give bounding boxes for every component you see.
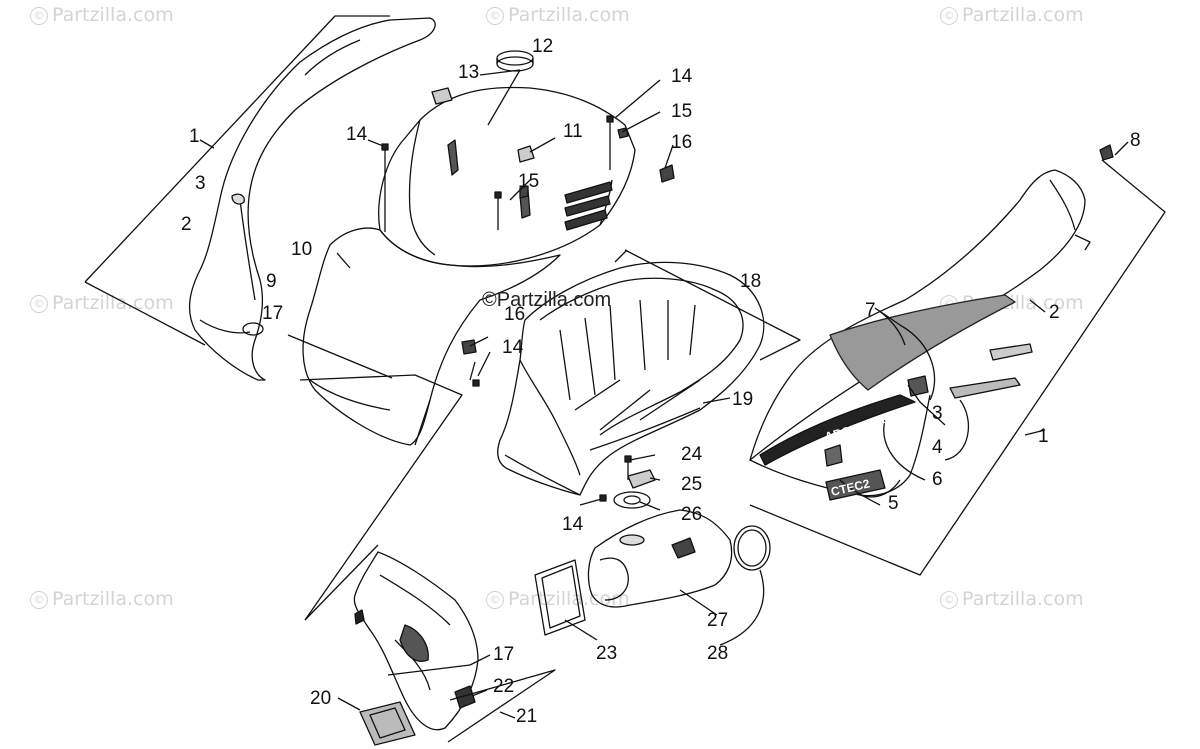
watermark-text: Partzilla.com xyxy=(52,4,174,26)
callout: 17 xyxy=(493,644,514,665)
callout: 9 xyxy=(266,271,277,292)
callout: 2 xyxy=(1049,302,1060,323)
lower-nose-panel xyxy=(353,551,479,731)
callout: 3 xyxy=(932,403,943,424)
callout: 23 xyxy=(596,643,617,664)
hose-clamp xyxy=(733,525,771,571)
callout: 15 xyxy=(518,171,539,192)
copyright-icon: © xyxy=(486,591,504,609)
callout: 14 xyxy=(562,514,584,535)
right-side-panel xyxy=(749,169,1091,498)
copyright-icon: © xyxy=(940,7,958,25)
watermark-text: Partzilla.com xyxy=(52,588,174,610)
copyright-icon: © xyxy=(30,7,48,25)
air-duct xyxy=(587,509,733,608)
callout: 20 xyxy=(310,688,331,709)
callout: 12 xyxy=(532,36,553,57)
watermark: ©Partzilla.com xyxy=(30,588,174,610)
callout-labels: 1 3 2 9 17 10 14 13 12 11 15 14 15 16 16… xyxy=(181,36,1141,727)
callout: 14 xyxy=(346,124,368,145)
center-watermark: ©Partzilla.com xyxy=(482,289,612,311)
callout: 5 xyxy=(888,493,899,514)
callout: 2 xyxy=(181,214,192,235)
copyright-icon: © xyxy=(30,295,48,313)
callout: 19 xyxy=(732,389,753,410)
watermark: ©Partzilla.com xyxy=(30,292,174,314)
callout: 8 xyxy=(1130,130,1141,151)
callout: 22 xyxy=(493,676,514,697)
callout: 10 xyxy=(291,239,312,260)
grommet-part-12 xyxy=(496,50,534,72)
watermark-text: Partzilla.com xyxy=(962,4,1084,26)
watermark-text: Partzilla.com xyxy=(52,292,174,314)
callout: 16 xyxy=(504,304,525,325)
callout: 16 xyxy=(671,132,692,153)
callout: 6 xyxy=(932,469,943,490)
callout: 1 xyxy=(189,126,200,147)
duct-seal xyxy=(534,559,586,636)
callout: 28 xyxy=(707,643,728,664)
callout: 15 xyxy=(671,101,692,122)
watermark: ©Partzilla.com xyxy=(30,4,174,26)
watermark: ©Partzilla.com xyxy=(940,588,1084,610)
callout: 27 xyxy=(707,610,728,631)
watermark: ©Partzilla.com xyxy=(940,4,1084,26)
callout: 3 xyxy=(195,173,206,194)
screw-part-14 xyxy=(381,115,614,506)
callout: 4 xyxy=(932,437,943,458)
callout: 1 xyxy=(1038,426,1049,447)
copyright-icon: © xyxy=(486,7,504,25)
callout: 21 xyxy=(516,706,537,727)
callout: 18 xyxy=(740,271,761,292)
callout: 26 xyxy=(681,504,702,525)
copyright-icon: © xyxy=(30,591,48,609)
watermark: ©Partzilla.com xyxy=(486,4,630,26)
air-box xyxy=(497,261,765,496)
callout: 7 xyxy=(865,300,876,321)
bumper-part-20 xyxy=(359,701,416,746)
callout: 11 xyxy=(563,121,583,142)
left-side-panel xyxy=(188,17,436,381)
watermark-text: Partzilla.com xyxy=(508,4,630,26)
callout: 17 xyxy=(262,303,283,324)
callout: 14 xyxy=(671,66,693,87)
callout: 14 xyxy=(502,337,524,358)
callout: 24 xyxy=(681,444,703,465)
copyright-icon: © xyxy=(940,591,958,609)
front-hood xyxy=(302,86,636,446)
watermark-text: Partzilla.com xyxy=(962,588,1084,610)
callout: 25 xyxy=(681,474,702,495)
callout: 13 xyxy=(458,62,479,83)
